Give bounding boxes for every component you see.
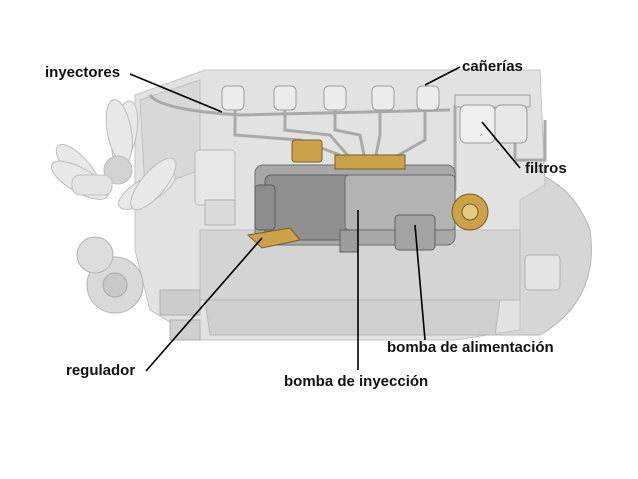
label-filtros: filtros <box>525 160 567 177</box>
label-bomba-inyeccion: bomba de inyección <box>284 373 429 390</box>
leader-bomba-alimentacion <box>414 224 426 341</box>
cooling-fan <box>50 99 177 314</box>
leader-regulador <box>145 237 263 372</box>
label-inyectores: inyectores <box>45 64 121 81</box>
injector-row <box>221 85 440 111</box>
leader-filtros <box>481 121 521 169</box>
label-regulador: regulador <box>66 362 136 379</box>
leader-canerias <box>424 66 461 86</box>
fuel-filters <box>454 94 531 144</box>
label-bomba-alimentacion: bomba de alimentación <box>387 339 554 356</box>
leader-lines <box>129 66 521 372</box>
injection-pump <box>254 139 489 253</box>
leader-inyectores <box>129 73 223 113</box>
compressor <box>194 149 236 226</box>
label-canerias: cañerías <box>462 58 523 75</box>
